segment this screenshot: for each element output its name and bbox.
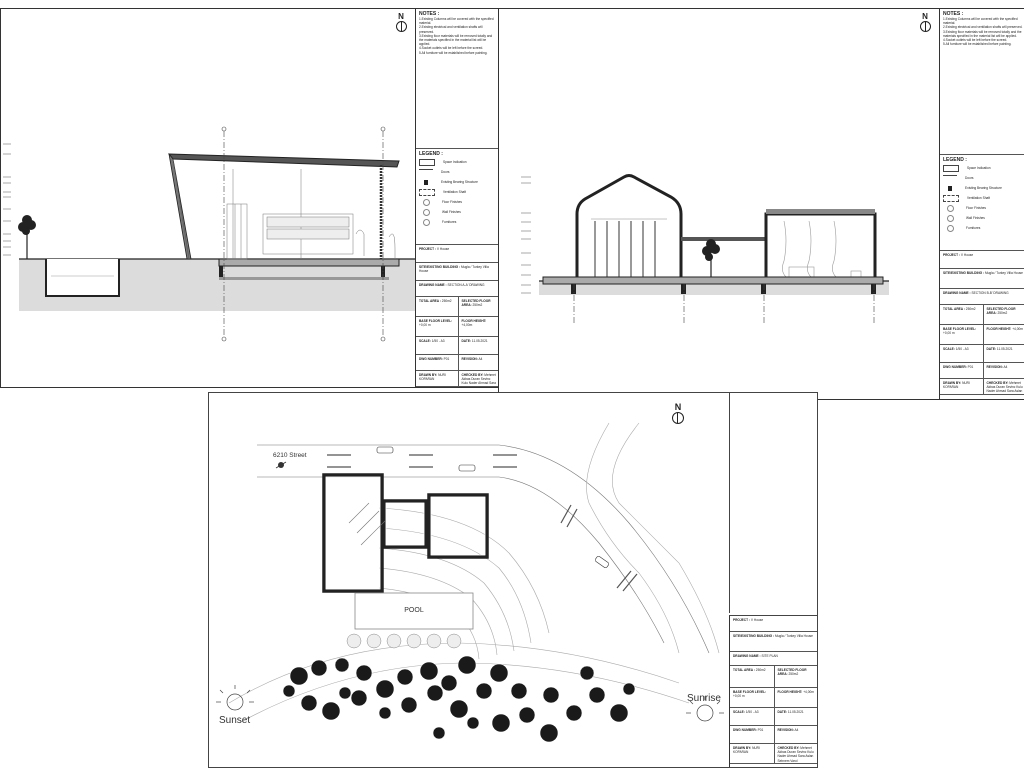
legend-item: Existing Bearing Structure xyxy=(965,185,1002,190)
grid-axes xyxy=(223,131,384,337)
site-plan-sheet: POOL Sunset Sunrise xyxy=(208,392,818,768)
compass-small-icon xyxy=(275,461,287,469)
level-markers xyxy=(521,176,531,294)
pool xyxy=(354,592,474,630)
legend-item: Doors xyxy=(441,169,450,174)
north-letter: N xyxy=(398,12,404,21)
legend-item: Floor Finishes xyxy=(966,205,987,210)
north-arrow-left: N xyxy=(393,13,409,32)
note-item: 4.Socket outlets will be left before the… xyxy=(943,38,1008,43)
notes-title: NOTES : xyxy=(943,11,964,17)
floor-finish-icon xyxy=(947,204,954,212)
hedge-row xyxy=(346,633,462,649)
interior-elements xyxy=(226,169,396,260)
north-arrow-right: N xyxy=(917,13,933,32)
title-block-left: NOTES : 1.Existing Columns will be cover… xyxy=(415,9,499,387)
furniture-icon xyxy=(947,224,954,232)
note-item: 1.Existing Columns will be covered with … xyxy=(943,17,1018,26)
road-arrows xyxy=(327,454,638,592)
door-icon xyxy=(419,169,433,175)
tree-left xyxy=(18,215,36,259)
section-sheet-left: N NOTES : 1.Existing Columns will be cov… xyxy=(0,8,500,388)
site-plan-drawing: POOL Sunset Sunrise xyxy=(216,422,724,743)
legend-title: LEGEND : xyxy=(943,157,967,163)
legend-item: Doors xyxy=(965,175,974,180)
sunset-label: Sunset xyxy=(219,715,250,726)
north-letter: N xyxy=(922,12,928,21)
tree-courtyard xyxy=(702,239,720,279)
compass-icon xyxy=(919,21,931,32)
note-item: 4.Socket outlets will be left before the… xyxy=(419,46,484,51)
legend-item: Space Indication xyxy=(443,159,467,164)
column-icon xyxy=(948,185,952,191)
legend-item: Ventilation Shaft xyxy=(443,189,467,194)
left-wall xyxy=(168,153,192,260)
gable-block xyxy=(575,174,683,279)
roof-slab xyxy=(167,153,400,168)
street-label: 6210 Street xyxy=(273,452,307,459)
section-a-drawing xyxy=(3,126,415,342)
furniture-icon xyxy=(423,218,430,226)
notes-panel: NOTES : 1.Existing Columns will be cover… xyxy=(940,9,1024,155)
floor-slab xyxy=(218,258,400,267)
notes-panel: NOTES : 1.Existing Columns will be cover… xyxy=(416,9,499,149)
note-item: 5.All furniture will be established befo… xyxy=(419,50,488,55)
legend-item: Space Indication xyxy=(967,165,991,170)
section-sheet-right: N NOTES : 1.Existing Columns will be cov… xyxy=(498,8,1024,400)
car-icon xyxy=(595,556,609,568)
shaft-icon xyxy=(943,194,959,202)
column-icon xyxy=(424,179,428,185)
access-arrows xyxy=(348,502,386,546)
pool-section xyxy=(45,259,120,297)
north-arrow-site: N xyxy=(669,403,687,424)
sunrise-label: Sunrise xyxy=(687,693,721,704)
legend-title: LEGEND : xyxy=(419,151,443,157)
shaft-icon xyxy=(419,188,435,196)
note-item: 2.Existing electrical and ventilation sh… xyxy=(943,25,1023,30)
note-item: 5.All furniture will be established befo… xyxy=(943,42,1012,47)
gable-glazing xyxy=(594,221,656,277)
car-icon xyxy=(376,446,394,454)
building-footprints xyxy=(322,473,489,593)
notes-title: NOTES : xyxy=(419,11,440,17)
space-indication-icon xyxy=(943,164,959,172)
legend-item: Floor Finishes xyxy=(442,199,463,204)
sunrise-icon xyxy=(686,696,724,722)
north-letter: N xyxy=(674,402,682,412)
car-icon xyxy=(458,464,476,472)
floor-slab xyxy=(542,276,884,285)
legend-item: Furnitures xyxy=(442,219,457,224)
note-item: 3.Existing floor materials will be remov… xyxy=(419,33,493,47)
space-indication-icon xyxy=(419,158,435,166)
title-block-site: PROJECT : V House SITE/EXISTING BUILDING… xyxy=(729,615,817,767)
legend-item: Ventilation Shaft xyxy=(967,195,991,200)
section-b-drawing xyxy=(521,174,889,325)
legend-item: Wall Finishes xyxy=(966,215,985,220)
pool-label: POOL xyxy=(404,607,424,614)
title-block-right: NOTES : 1.Existing Columns will be cover… xyxy=(939,9,1024,399)
legend-item: Existing Bearing Structure xyxy=(441,179,478,184)
sunset-icon xyxy=(216,685,254,711)
compass-icon xyxy=(672,412,684,424)
compass-icon xyxy=(395,21,407,32)
note-item: 1.Existing Columns will be covered with … xyxy=(419,17,494,26)
grid-axes xyxy=(573,284,875,325)
legend-item: Wall Finishes xyxy=(442,209,461,214)
level-markers xyxy=(3,143,11,256)
note-item: 3.Existing floor materials will be remov… xyxy=(943,29,1022,38)
door-icon xyxy=(943,175,957,181)
legend-item: Furnitures xyxy=(966,225,981,230)
floor-finish-icon xyxy=(423,198,430,206)
wall-finish-icon xyxy=(423,208,430,216)
wall-finish-icon xyxy=(947,214,954,222)
legend-panel: LEGEND : Space Indication Doors Existing… xyxy=(416,149,499,245)
tree-canopy xyxy=(282,655,636,743)
legend-panel: LEGEND : Space Indication Doors Existing… xyxy=(940,155,1024,251)
note-item: 2.Existing electrical and ventilation sh… xyxy=(419,25,483,34)
